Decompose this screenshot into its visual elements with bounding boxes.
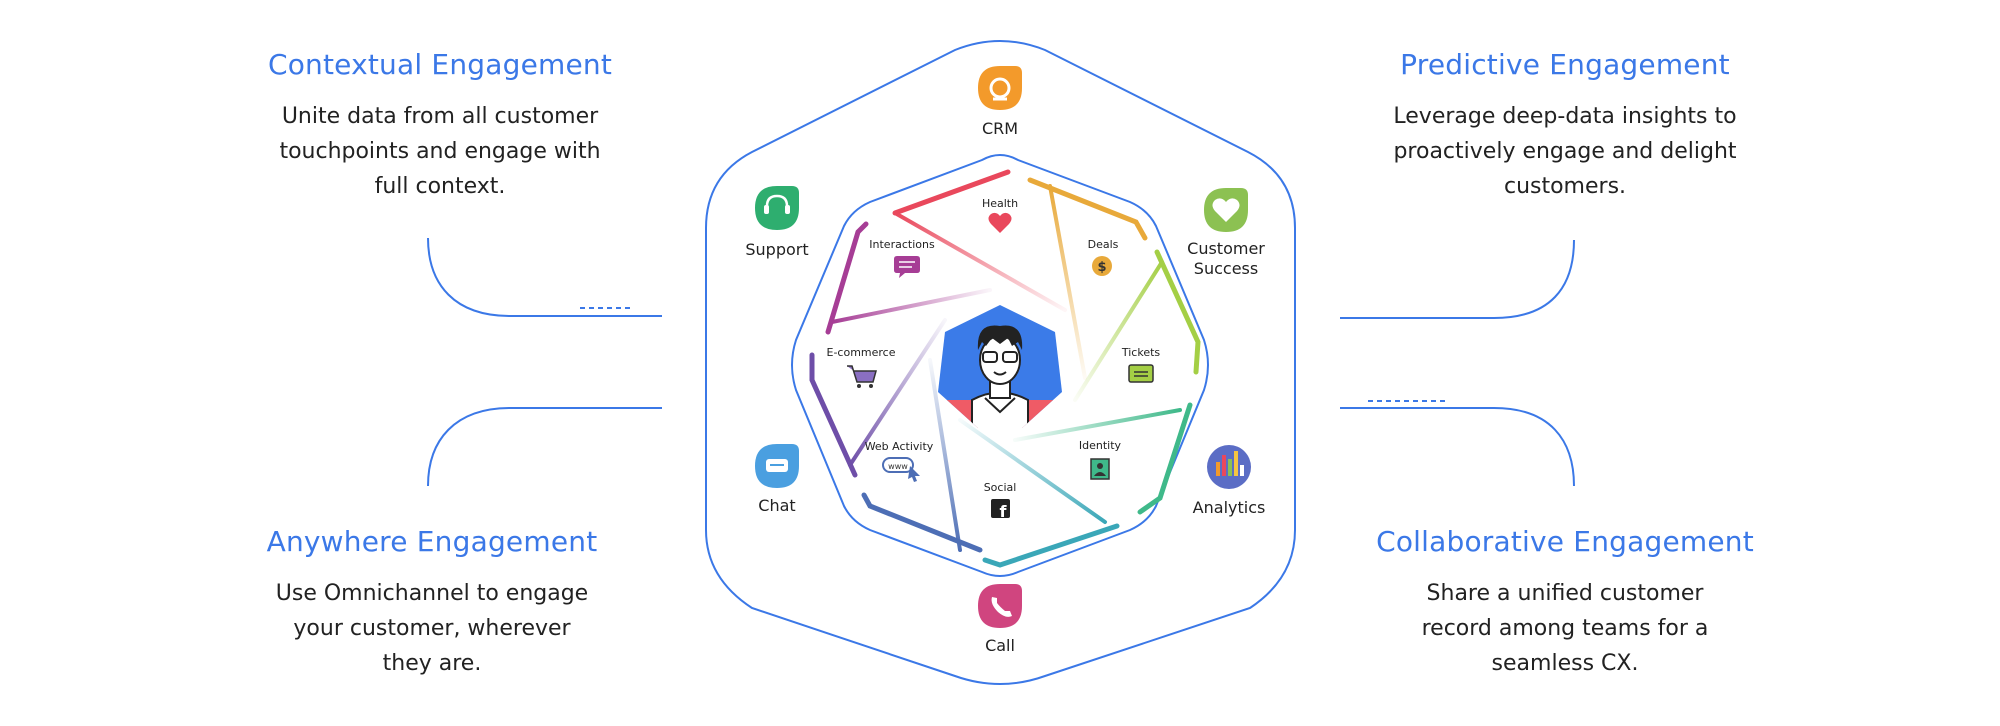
anywhere-engagement-body: Use Omnichannel to engage your customer,… (275, 581, 589, 676)
collaborative-engagement-title: Collaborative Engagement (1376, 525, 1754, 558)
inner-deals: Deals $ (1088, 238, 1119, 276)
svg-text:www: www (888, 462, 908, 471)
www-cursor-icon: www (882, 457, 920, 482)
crm-label: CRM (982, 119, 1018, 138)
support-label: Support (745, 240, 808, 259)
channel-call: Call (978, 584, 1022, 655)
crm-icon (978, 66, 1022, 110)
phone-icon (978, 584, 1022, 628)
inner-interactions: Interactions (869, 238, 935, 278)
ecommerce-segment-arc (809, 352, 858, 478)
health-segment-ray (893, 211, 1067, 312)
inner-tickets: Tickets (1121, 346, 1161, 383)
collaborative-engagement-body: Share a unified customer record among te… (1421, 581, 1709, 676)
customer-avatar (938, 305, 1062, 428)
connector-top-right (1340, 239, 1575, 319)
message-icon (894, 256, 920, 278)
svg-text:f: f (1000, 502, 1008, 521)
social-label: Social (984, 481, 1017, 494)
web-activity-label: Web Activity (865, 440, 934, 453)
inner-identity: Identity (1079, 439, 1122, 480)
channel-chat: Chat (755, 444, 799, 515)
channel-customer-success: Customer Success (1187, 188, 1265, 278)
contextual-engagement-body: Unite data from all customer touchpoints… (279, 104, 601, 199)
tickets-label: Tickets (1121, 346, 1161, 359)
web-activity-segment-arc (861, 492, 983, 553)
ecommerce-segment-ray (848, 318, 947, 467)
collaborative-engagement-panel: Collaborative Engagement Share a unified… (1330, 525, 1800, 681)
analytics-label: Analytics (1193, 498, 1266, 517)
tickets-segment-arc (1154, 249, 1201, 375)
predictive-engagement-body: Leverage deep-data insights to proactive… (1393, 104, 1737, 199)
predictive-engagement-title: Predictive Engagement (1400, 48, 1730, 81)
health-label: Health (982, 197, 1018, 210)
deals-segment-ray (1048, 184, 1087, 380)
channel-support: Support (745, 186, 809, 259)
channel-analytics: Analytics (1193, 445, 1266, 517)
inner-ecommerce: E-commerce (827, 346, 896, 388)
identity-segment-arc (1137, 402, 1193, 515)
interactions-segment-arc (825, 221, 869, 335)
deals-label: Deals (1088, 238, 1119, 251)
inner-social: Social f (984, 481, 1017, 521)
anywhere-engagement-title: Anywhere Engagement (266, 525, 598, 558)
connector-top-left (427, 237, 662, 317)
inner-ring (791, 154, 1209, 577)
call-label: Call (985, 636, 1015, 655)
anywhere-engagement-panel: Anywhere Engagement Use Omnichannel to e… (197, 525, 667, 681)
facebook-icon: f (991, 499, 1010, 521)
inner-health: Health (982, 197, 1018, 233)
interactions-label: Interactions (869, 238, 935, 251)
contextual-engagement-title: Contextual Engagement (267, 48, 613, 81)
health-segment-arc (892, 169, 1011, 216)
connector-bottom-left (427, 407, 662, 487)
social-segment-arc (982, 523, 1120, 568)
ecommerce-label: E-commerce (827, 346, 896, 359)
shopping-cart-icon (847, 365, 877, 388)
interactions-segment-ray (830, 288, 992, 324)
channel-crm: CRM (978, 66, 1022, 138)
identity-segment-ray (1013, 408, 1182, 442)
contextual-engagement-panel: Contextual Engagement Unite data from al… (205, 48, 675, 204)
id-card-icon (1090, 458, 1110, 480)
svg-text:$: $ (1097, 260, 1106, 275)
headset-icon (755, 186, 799, 230)
aperture-segments (809, 169, 1201, 568)
connector-bottom-right (1340, 407, 1575, 487)
health-heart-icon (988, 212, 1012, 233)
connector-lines (427, 237, 1575, 487)
outer-ring (705, 40, 1296, 685)
identity-label: Identity (1079, 439, 1122, 452)
deals-segment-arc (1027, 177, 1148, 241)
customer-success-label-line2: Success (1194, 259, 1258, 278)
customer-success-label-line1: Customer (1187, 239, 1265, 258)
web-activity-segment-ray (928, 358, 962, 552)
predictive-engagement-panel: Predictive Engagement Leverage deep-data… (1330, 48, 1800, 204)
chat-label: Chat (758, 496, 795, 515)
inner-web-activity: Web Activity www (865, 440, 934, 482)
tickets-segment-ray (1073, 260, 1164, 402)
social-segment-ray (958, 418, 1107, 524)
ticket-icon (1128, 364, 1154, 383)
dollar-coin-icon: $ (1092, 256, 1112, 276)
